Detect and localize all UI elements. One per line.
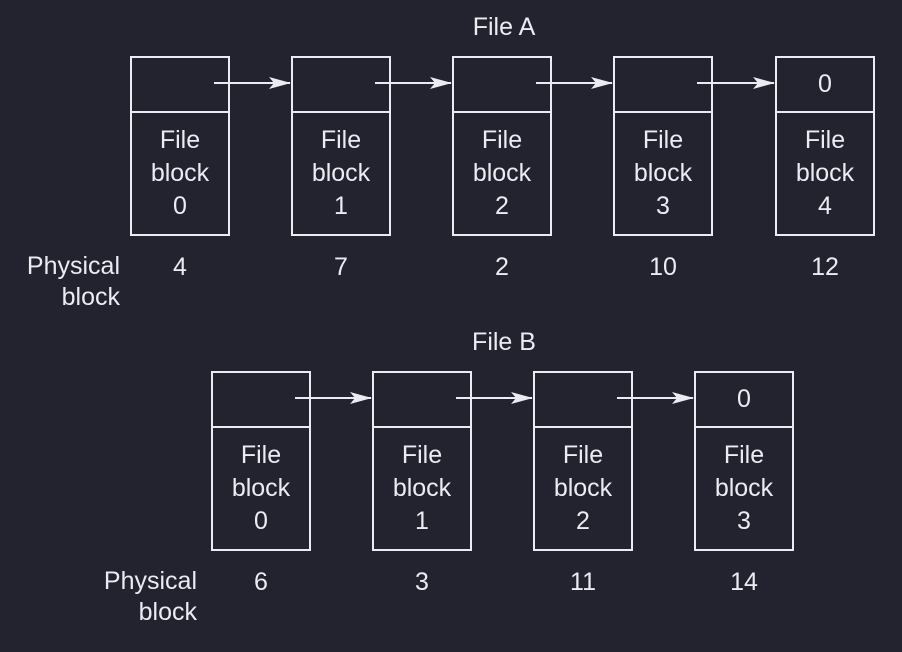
block-body: File block 3 [615, 113, 711, 234]
block-index: 0 [254, 507, 268, 535]
block-word-file: File [642, 126, 684, 154]
physical-label-line1: Physical [26, 252, 120, 280]
file-a-block-2: File block 2 [452, 56, 552, 236]
file-b-block-3: 0 File block 3 [694, 371, 794, 551]
pointer-cell [535, 373, 631, 428]
block-word-block: block [633, 159, 693, 187]
file-a-physical-4: 12 [811, 253, 839, 281]
file-a-title: File A [472, 13, 536, 41]
block-body: File block 2 [535, 428, 631, 549]
block-index: 4 [818, 192, 832, 220]
block-word-file: File [723, 441, 765, 469]
file-b-physical-2: 11 [570, 568, 596, 596]
file-a-physical-1: 7 [334, 253, 348, 281]
file-b-block-2: File block 2 [533, 371, 633, 551]
block-index: 1 [415, 507, 429, 535]
block-word-block: block [231, 474, 291, 502]
block-word-block: block [311, 159, 371, 187]
block-word-file: File [159, 126, 201, 154]
file-b-title: File B [472, 328, 536, 356]
file-a-block-0: File block 0 [130, 56, 230, 236]
block-index: 2 [495, 192, 509, 220]
pointer-cell [132, 58, 228, 113]
pointer-cell: 0 [696, 373, 792, 428]
pointer-cell: 0 [777, 58, 873, 113]
block-body: File block 0 [213, 428, 309, 549]
block-body: File block 1 [293, 113, 389, 234]
file-b-physical-block-label: Physical block [77, 566, 197, 628]
pointer-cell [213, 373, 309, 428]
file-b-physical-0: 6 [254, 568, 268, 596]
file-b-block-1: File block 1 [372, 371, 472, 551]
physical-label-line1: Physical [103, 567, 197, 595]
block-body: File block 0 [132, 113, 228, 234]
pointer-cell [615, 58, 711, 113]
block-index: 3 [737, 507, 751, 535]
block-word-file: File [401, 441, 443, 469]
block-word-block: block [472, 159, 532, 187]
pointer-cell [454, 58, 550, 113]
file-a-physical-0: 4 [173, 253, 187, 281]
block-word-file: File [804, 126, 846, 154]
block-index: 2 [576, 507, 590, 535]
physical-label-line2: block [138, 598, 197, 626]
block-index: 0 [173, 192, 187, 220]
block-word-file: File [320, 126, 362, 154]
file-b-physical-3: 14 [730, 568, 758, 596]
block-index: 3 [656, 192, 670, 220]
pointer-cell [293, 58, 389, 113]
file-a-physical-block-label: Physical block [0, 251, 120, 313]
file-a-physical-3: 10 [649, 253, 677, 281]
block-word-block: block [714, 474, 774, 502]
block-word-file: File [240, 441, 282, 469]
block-word-file: File [562, 441, 604, 469]
block-body: File block 2 [454, 113, 550, 234]
physical-label-line2: block [61, 283, 120, 311]
file-b-physical-1: 3 [415, 568, 429, 596]
block-body: File block 1 [374, 428, 470, 549]
block-word-block: block [795, 159, 855, 187]
block-body: File block 4 [777, 113, 873, 234]
file-a-block-3: File block 3 [613, 56, 713, 236]
block-body: File block 3 [696, 428, 792, 549]
block-word-block: block [553, 474, 613, 502]
block-index: 1 [334, 192, 348, 220]
block-word-block: block [392, 474, 452, 502]
pointer-cell [374, 373, 470, 428]
file-a-block-4: 0 File block 4 [775, 56, 875, 236]
file-a-physical-2: 2 [495, 253, 509, 281]
file-b-block-0: File block 0 [211, 371, 311, 551]
file-a-block-1: File block 1 [291, 56, 391, 236]
block-word-file: File [481, 126, 523, 154]
block-word-block: block [150, 159, 210, 187]
